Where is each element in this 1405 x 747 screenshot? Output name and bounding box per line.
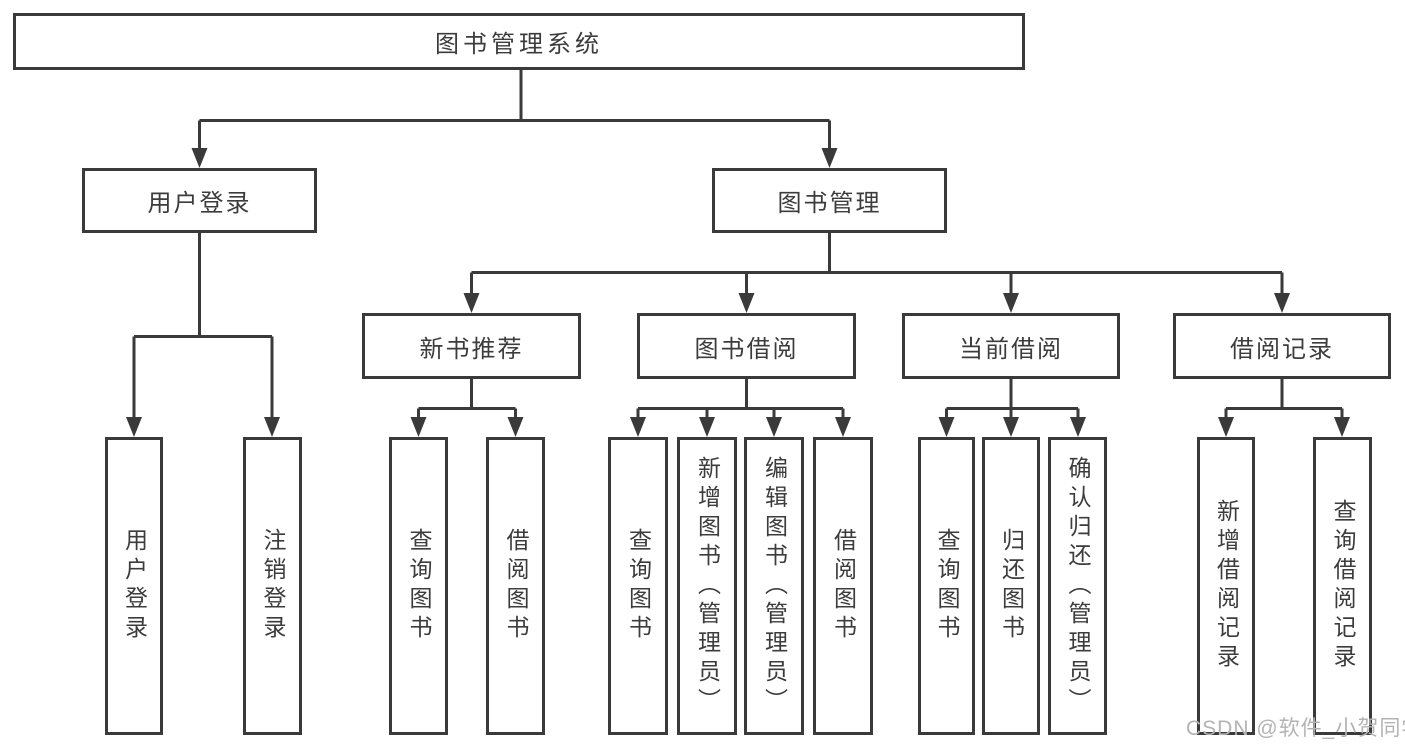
- leaf-borrow-books-label: 借阅图书: [830, 528, 857, 644]
- arrowhead-current-borrow: [1003, 293, 1019, 313]
- arrowhead-leaf-6: [835, 417, 851, 437]
- leaf-query-books-borrow-label: 查询图书: [625, 528, 652, 644]
- leaf-confirm-return-admin: 确认归还（管理员）: [1048, 437, 1107, 735]
- node-new-book-recommend-label: 新书推荐: [419, 335, 524, 363]
- leaf-query-borrow-record: 查询借阅记录: [1313, 437, 1372, 735]
- leaf-borrow-books-recommend: 借阅图书: [486, 437, 545, 735]
- leaf-query-borrow-record-label: 查询借阅记录: [1330, 499, 1356, 673]
- leaf-query-books-recommend-label: 查询图书: [406, 528, 432, 644]
- leaf-return-books-label: 归还图书: [998, 528, 1025, 644]
- leaf-borrow-books: 借阅图书: [813, 437, 873, 735]
- arrowhead-leaf-1: [410, 417, 427, 437]
- arrowhead-book-borrow: [738, 293, 755, 313]
- leaf-edit-books-admin: 编辑图书（管理员）: [744, 437, 804, 735]
- leaf-user-login: 用户登录: [105, 437, 163, 735]
- leaf-query-books-borrow: 查询图书: [608, 437, 668, 735]
- arrowhead-leaf-3: [630, 417, 646, 437]
- leaf-edit-books-admin-label: 编辑图书（管理员）: [761, 455, 788, 717]
- arrowhead-leaf-4: [699, 417, 715, 437]
- arrowhead-leaf-2: [507, 417, 524, 437]
- arrowhead-leaf-9: [1070, 417, 1086, 437]
- arrowhead-new-book: [463, 293, 480, 313]
- node-user-login-label: 用户登录: [147, 190, 252, 217]
- node-book-borrow-label: 图书借阅: [694, 335, 799, 363]
- leaf-add-books-admin: 新增图书（管理员）: [677, 437, 737, 735]
- arrowhead-leaf-11: [1334, 417, 1350, 437]
- node-current-borrow-label: 当前借阅: [959, 335, 1063, 363]
- arrowhead-leaf-8: [1003, 417, 1019, 437]
- arrowhead-leaf-10: [1218, 417, 1234, 437]
- node-root-label: 图书管理系统: [435, 31, 603, 58]
- arrowhead-book-management: [821, 148, 838, 168]
- arrowhead-leaf-5: [766, 417, 782, 437]
- arrowhead-logout-leaf: [264, 417, 280, 437]
- node-borrow-records: 借阅记录: [1173, 313, 1391, 379]
- node-new-book-recommend: 新书推荐: [362, 313, 581, 379]
- leaf-logout: 注销登录: [243, 437, 302, 735]
- leaf-add-borrow-record-label: 新增借阅记录: [1213, 499, 1240, 673]
- leaf-borrow-books-recommend-label: 借阅图书: [503, 528, 529, 644]
- node-book-borrow: 图书借阅: [637, 313, 856, 379]
- node-book-management-label: 图书管理: [777, 190, 882, 217]
- watermark: CSDN @软件_小贺同学: [1186, 717, 1405, 740]
- leaf-query-books-recommend: 查询图书: [389, 437, 448, 735]
- arrowhead-user-login: [191, 148, 208, 168]
- leaf-user-login-label: 用户登录: [121, 528, 148, 644]
- leaf-query-books-current: 查询图书: [918, 437, 975, 735]
- leaf-return-books: 归还图书: [982, 437, 1040, 735]
- node-root: 图书管理系统: [13, 13, 1025, 70]
- leaf-add-books-admin-label: 新增图书（管理员）: [694, 455, 721, 717]
- leaf-add-borrow-record: 新增借阅记录: [1197, 437, 1255, 735]
- node-current-borrow: 当前借阅: [902, 313, 1120, 379]
- arrowhead-leaf-7: [938, 417, 955, 437]
- node-book-management: 图书管理: [712, 168, 947, 233]
- leaf-query-books-current-label: 查询图书: [934, 528, 960, 644]
- connector-leaf-stems: [417, 408, 1344, 421]
- arrowhead-login-leaf: [126, 417, 142, 437]
- leaf-confirm-return-admin-label: 确认归还（管理员）: [1065, 455, 1091, 717]
- arrowhead-borrow-records: [1274, 293, 1290, 313]
- node-user-login: 用户登录: [82, 168, 317, 233]
- node-borrow-records-label: 借阅记录: [1230, 335, 1334, 363]
- leaf-logout-label: 注销登录: [260, 528, 286, 644]
